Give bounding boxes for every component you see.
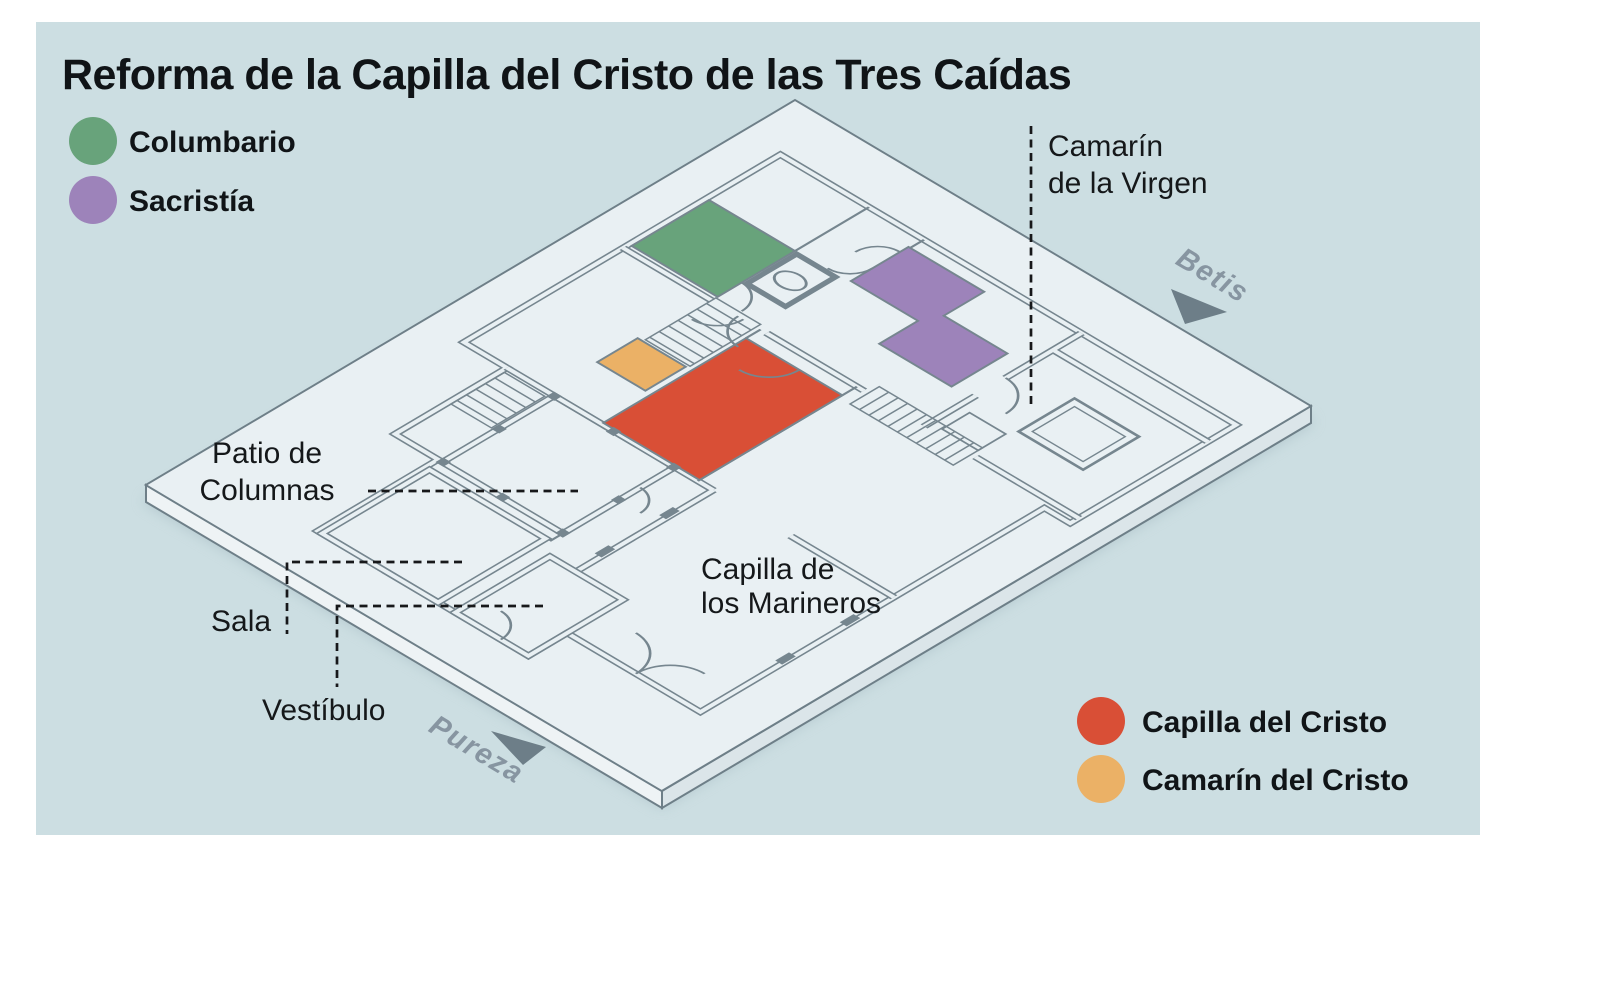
legend-label-capilla-cristo: Capilla del Cristo (1142, 706, 1387, 739)
label-capilla-marineros-line2: los Marineros (701, 587, 881, 620)
door-arcs (499, 245, 1020, 675)
column (491, 424, 507, 434)
stairs (449, 297, 984, 467)
altar-inner (1030, 405, 1127, 463)
plan-labels: Camarín de la Virgen Patio de Columnas S… (199, 130, 1207, 727)
altar (940, 396, 1142, 472)
legend-swatch-camarin-cristo (1077, 755, 1125, 803)
column (665, 462, 682, 472)
room-capilla-cristo (601, 337, 845, 482)
stairs-c-steps (456, 377, 537, 425)
pointer-vestibulo (335, 604, 543, 687)
wc-walls (741, 250, 841, 310)
pointer-lines (285, 126, 1033, 687)
floor-plan (143, 98, 1313, 793)
pilaster (775, 652, 796, 665)
room-columbario (629, 198, 797, 298)
label-camarin-virgen-line2: de la Virgen (1048, 167, 1208, 200)
room-sacristia (849, 245, 1010, 388)
legend-swatch-sacristia (69, 176, 117, 224)
pointer-sala (285, 560, 462, 634)
column (555, 528, 571, 538)
betis-arrow-icon (1171, 289, 1227, 324)
pilaster (594, 545, 616, 558)
label-patio-line2: Columnas (199, 474, 334, 507)
detail-walls (548, 206, 926, 542)
page-title: Reforma de la Capilla del Cristo de las … (62, 51, 1071, 99)
legend-top: Columbario Sacristía (69, 117, 296, 224)
column (494, 492, 511, 502)
column (435, 457, 451, 467)
pilaster (839, 614, 861, 627)
stairs-a-border (643, 297, 763, 368)
stairs-c-border (449, 371, 547, 429)
pureza-arrow-icon (491, 731, 546, 765)
legend-label-camarin-cristo: Camarín del Cristo (1142, 764, 1409, 797)
label-camarin-virgen-line1: Camarín (1048, 130, 1163, 163)
legend-swatch-columbario (69, 117, 117, 165)
sala-walls-inner (318, 467, 550, 605)
stairs-b-steps (858, 391, 975, 461)
pilaster (659, 506, 680, 520)
label-capilla-marineros-line1: Capilla de (701, 553, 834, 586)
legend-swatch-capilla-cristo (1077, 697, 1125, 745)
label-sala: Sala (211, 605, 271, 638)
room-camarin-cristo (595, 337, 688, 392)
vestibulo-walls-inner (451, 554, 627, 659)
legend-label-columbario: Columbario (129, 126, 296, 159)
wc-room (741, 250, 841, 310)
stairs-b-border (848, 385, 984, 467)
side-table (940, 411, 1008, 452)
label-vestibulo: Vestíbulo (262, 694, 385, 727)
legend-label-sacristia: Sacristía (129, 185, 254, 218)
toilet-oval (772, 270, 808, 292)
legend-bottom: Capilla del Cristo Camarín del Cristo (1077, 697, 1409, 803)
label-patio-line1: Patio de (212, 437, 322, 470)
altar-outer (1016, 396, 1142, 472)
stairs-a-steps (648, 303, 752, 365)
